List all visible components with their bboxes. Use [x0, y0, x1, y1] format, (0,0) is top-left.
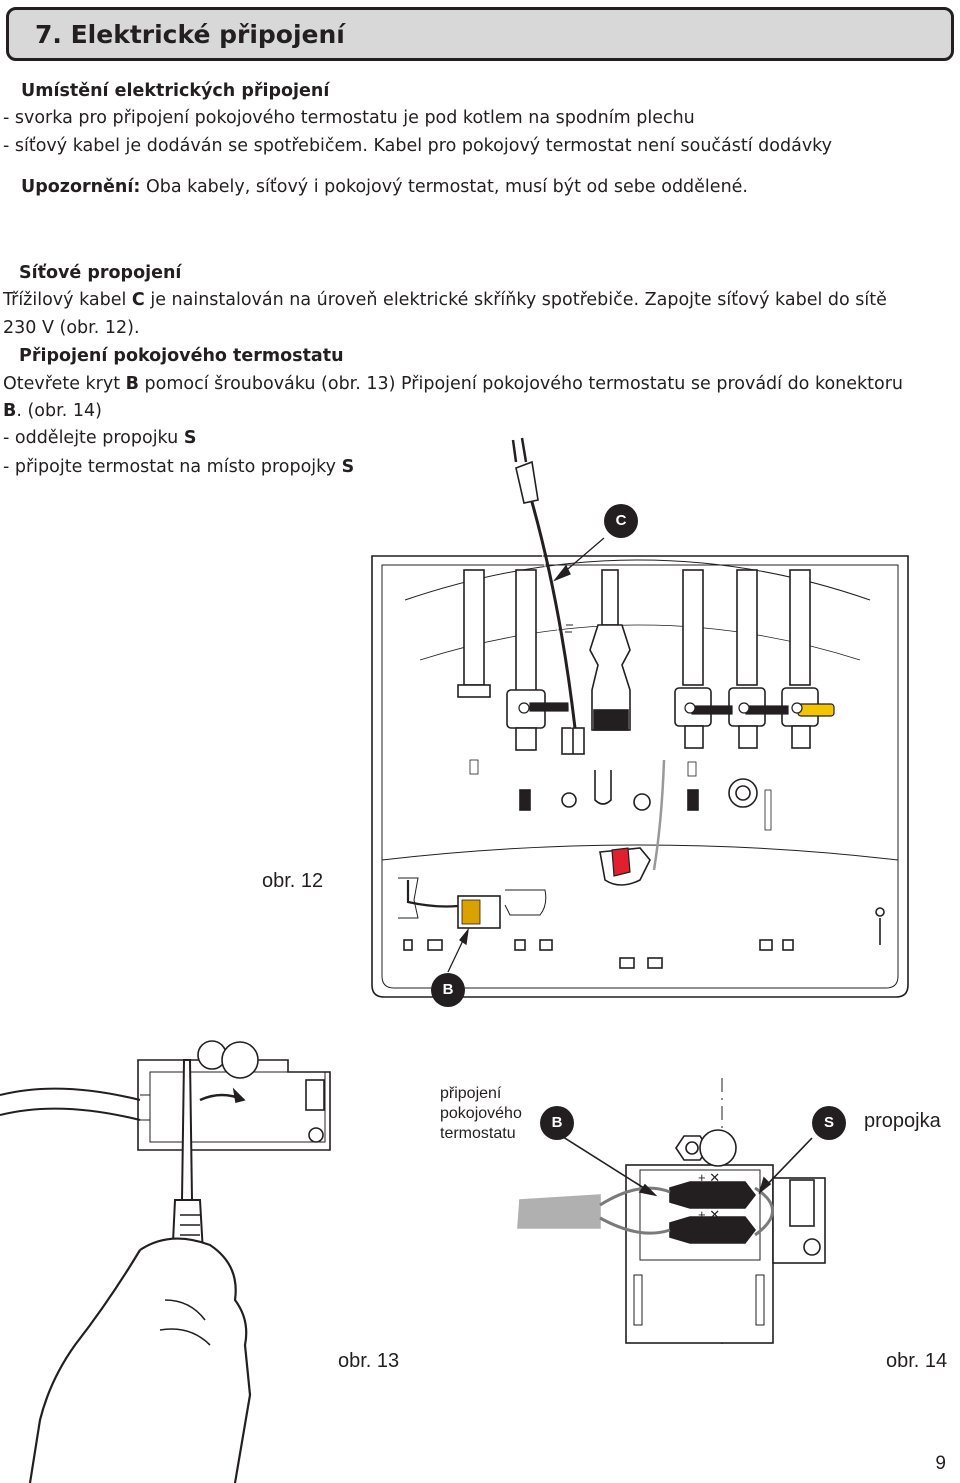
caption-fig14: obr. 14: [886, 1350, 948, 1372]
text-span: pomocí šroubováku (obr. 13) Připojení po…: [138, 374, 904, 394]
text-span: je nainstalován na úroveň elektrické skř…: [144, 290, 887, 310]
label-line: termostatu: [440, 1125, 516, 1142]
text-span: Otevřete kryt: [3, 374, 126, 394]
cable-c-ref: C: [131, 290, 145, 310]
text-line: - oddělejte propojku S: [3, 426, 196, 450]
text-span: - připojte termostat na místo propojky: [3, 457, 342, 477]
warning-text: Oba kabely, síťový i pokojový termostat,…: [140, 177, 748, 197]
text-line: B. (obr. 14): [3, 399, 102, 423]
cover-b-ref: B: [125, 374, 139, 394]
jumper-s-ref: S: [183, 428, 197, 448]
caption-fig13: obr. 13: [338, 1350, 400, 1372]
label-line: pokojového: [440, 1105, 522, 1122]
label-b-marker: B: [431, 973, 465, 1007]
warning-label: Upozornění:: [21, 177, 141, 197]
label-thermostat-connection: připojení pokojového termostatu: [440, 1084, 522, 1144]
jumper-s-ref: S: [341, 457, 355, 477]
heading-mains-connection: Síťové propojení: [19, 263, 182, 283]
text-span: - oddělejte propojku: [3, 428, 184, 448]
label-b-marker: B: [540, 1106, 574, 1140]
text-span: Třížilový kabel: [3, 290, 132, 310]
text-line: - síťový kabel je dodáván se spotřebičem…: [3, 136, 833, 156]
heading-thermostat-connection: Připojení pokojového termostatu: [19, 346, 344, 366]
text-line: - svorka pro připojení pokojového termos…: [3, 108, 695, 128]
text-line: - připojte termostat na místo propojky S: [3, 455, 354, 479]
warning-paragraph: Upozornění: Oba kabely, síťový i pokojov…: [21, 175, 748, 199]
text-span: . (obr. 14): [16, 401, 102, 421]
text-line: Otevřete kryt B pomocí šroubováku (obr. …: [3, 372, 903, 396]
caption-fig12: obr. 12: [262, 870, 324, 892]
svg-text:+ ✕: + ✕: [698, 1170, 720, 1185]
label-line: připojení: [440, 1085, 502, 1102]
section-header: 7. Elektrické připojení: [6, 7, 954, 61]
text-line: Třížilový kabel C je nainstalován na úro…: [3, 288, 887, 312]
connector-b-ref: B: [3, 401, 17, 421]
red-valve-handle: [611, 847, 631, 877]
svg-text:+ ✕: + ✕: [698, 1207, 720, 1222]
text-line: 230 V (obr. 12).: [3, 318, 140, 338]
page-title: 7. Elektrické připojení: [35, 20, 345, 49]
label-jumper: propojka: [864, 1110, 941, 1132]
label-c-marker: C: [604, 504, 638, 538]
page-number: 9: [935, 1453, 946, 1474]
label-s-marker: S: [812, 1106, 846, 1140]
heading-electrical-locations: Umístění elektrických připojení: [21, 81, 330, 101]
